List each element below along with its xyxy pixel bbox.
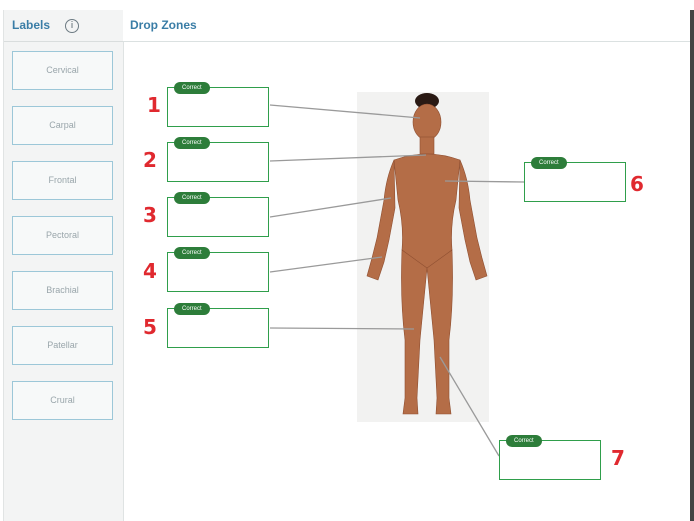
window-edge xyxy=(690,10,694,521)
leader-line-6 xyxy=(444,180,525,183)
label-cervical[interactable]: Cervical xyxy=(12,51,113,90)
leader-lines xyxy=(269,104,525,457)
drop-zone-4[interactable]: Correct xyxy=(167,247,269,292)
correct-badge: Correct xyxy=(174,247,210,259)
drop-zones-header: Drop Zones xyxy=(123,10,694,42)
labels-panel: Labels i Cervical Carpal Frontal Pectora… xyxy=(3,10,124,521)
leader-line-2 xyxy=(269,154,427,162)
label-patellar[interactable]: Patellar xyxy=(12,326,113,365)
correct-badge: Correct xyxy=(174,192,210,204)
drop-zone-5[interactable]: Correct xyxy=(167,303,269,348)
correct-badge: Correct xyxy=(531,157,567,169)
correct-badge: Correct xyxy=(174,82,210,94)
drop-zone-1[interactable]: Correct xyxy=(167,82,269,127)
zone-number-3: 3 xyxy=(143,203,157,227)
leader-line-4 xyxy=(269,256,383,273)
zone-number-5: 5 xyxy=(143,315,157,339)
label-carpal[interactable]: Carpal xyxy=(12,106,113,145)
label-frontal[interactable]: Frontal xyxy=(12,161,113,200)
correct-badge: Correct xyxy=(506,435,542,447)
drop-zones-title: Drop Zones xyxy=(130,18,197,32)
info-icon[interactable]: i xyxy=(65,19,79,33)
leader-line-1 xyxy=(269,104,421,119)
zone-number-7: 7 xyxy=(611,446,625,470)
drop-zone-7[interactable]: Correct xyxy=(499,435,601,480)
zone-number-6: 6 xyxy=(630,172,644,196)
label-brachial[interactable]: Brachial xyxy=(12,271,113,310)
drop-zone-3[interactable]: Correct xyxy=(167,192,269,237)
correct-badge: Correct xyxy=(174,137,210,149)
zone-number-2: 2 xyxy=(143,148,157,172)
leader-line-3 xyxy=(269,197,392,218)
zone-number-4: 4 xyxy=(143,259,157,283)
labels-header: Labels i xyxy=(4,10,123,42)
label-pectoral[interactable]: Pectoral xyxy=(12,216,113,255)
label-crural[interactable]: Crural xyxy=(12,381,113,420)
drop-zone-6[interactable]: Correct xyxy=(524,157,626,202)
human-figure xyxy=(366,93,488,415)
drop-zone-2[interactable]: Correct xyxy=(167,137,269,182)
correct-badge: Correct xyxy=(174,303,210,315)
leader-line-5 xyxy=(269,327,415,330)
zone-number-1: 1 xyxy=(147,93,161,117)
leader-line-7 xyxy=(439,356,500,457)
labels-title: Labels xyxy=(12,18,51,32)
